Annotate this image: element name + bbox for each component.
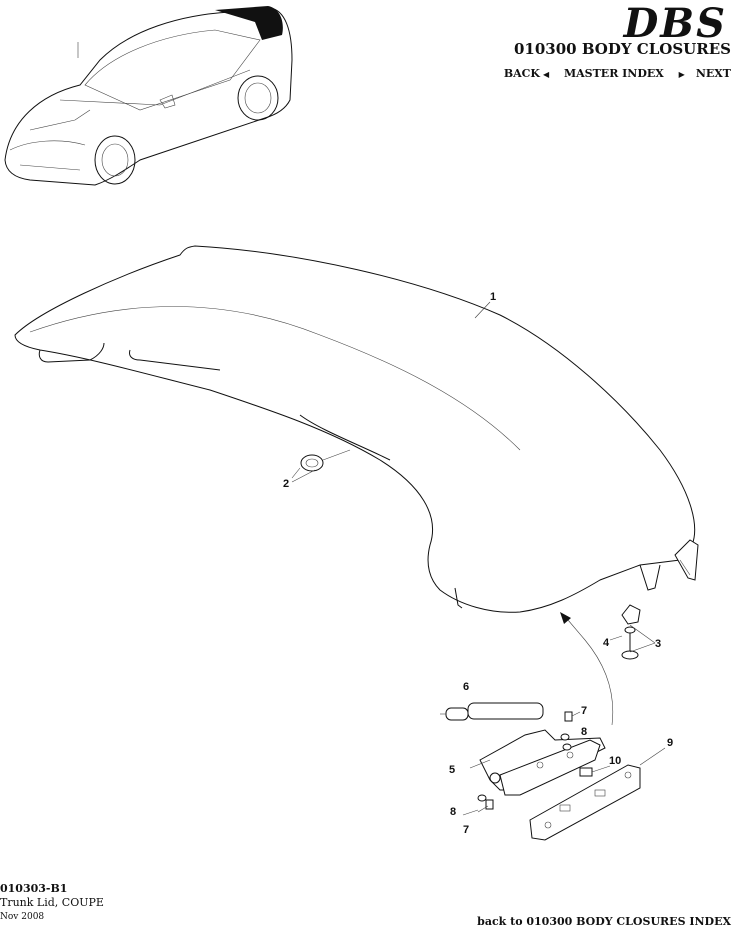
next-label: NEXT [695,67,731,80]
callout-6: 6 [463,681,469,693]
date: Nov 2008 [0,912,45,922]
left-arrow-icon: ◀ [542,69,550,79]
brand-logo: DBS [623,0,727,47]
callout-8-bottom: 8 [450,806,456,818]
callout-2: 2 [283,478,289,490]
footer-info: 010303-B1 Trunk Lid, COUPE Nov 2008 [0,882,104,924]
callout-5: 5 [449,764,455,776]
callout-7-bottom: 7 [463,824,469,836]
grommet-part-2 [291,449,351,479]
next-link[interactable]: ▶ NEXT [676,67,731,80]
callout-1: 1 [490,291,496,303]
back-to-index-link[interactable]: back to 010300 BODY CLOSURES INDEX [477,915,731,928]
callout-8-top: 8 [581,726,587,738]
back-label: BACK [503,67,540,80]
nav-bar: BACK◀ MASTER INDEX ▶ NEXT [488,67,731,80]
gas-strut-part-6 [440,702,544,721]
bracket-part-9-10 [529,747,666,841]
part-code: 010303-B1 [0,882,68,895]
buffer-part-3-4 [609,604,656,660]
right-arrow-icon: ▶ [678,69,685,79]
direction-arrow-icon [560,612,571,624]
trunk-lid [14,245,699,613]
bolts-part-7-8 [462,711,581,816]
callout-10: 10 [609,755,621,767]
callout-7-top: 7 [581,705,587,717]
back-link[interactable]: BACK◀ [496,67,552,80]
callout-4: 4 [603,637,610,649]
master-index-link[interactable]: MASTER INDEX [563,67,664,80]
callout-3: 3 [655,638,661,650]
section-title: 010300 BODY CLOSURES [513,40,731,58]
callout-9: 9 [667,737,673,749]
part-name: Trunk Lid, COUPE [0,896,104,909]
car-thumbnail [4,6,293,186]
hinge-part-5 [469,729,606,796]
